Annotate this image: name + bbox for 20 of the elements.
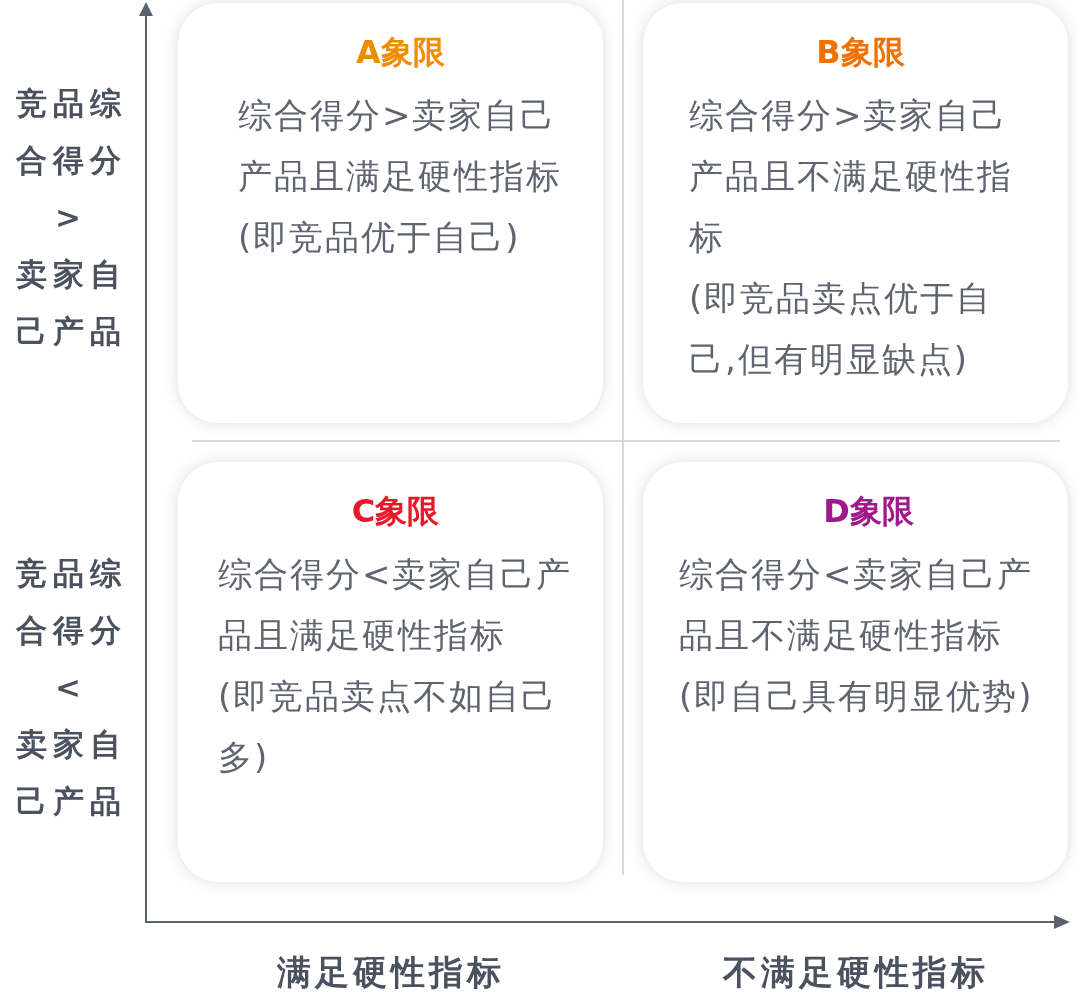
quadrant-title: A象限 xyxy=(355,32,446,73)
quadrant-description: (即竞品卖点优于自己,但有明显缺点) xyxy=(689,277,994,381)
y-axis-label: 竞品综合得分 xyxy=(14,554,128,650)
y-axis-label: 卖家自己产品 xyxy=(14,725,128,821)
y-axis-label: > xyxy=(54,198,88,237)
quadrant-description: 综合得分<卖家自己产品且满足硬性指标 xyxy=(218,553,573,657)
quadrant-title: B象限 xyxy=(815,32,906,73)
quadrant-description: (即自己具有明显优势) xyxy=(679,675,1035,718)
x-axis-label: 不满足硬性指标 xyxy=(721,951,990,992)
quadrant-description: (即竞品卖点不如自己多) xyxy=(218,675,559,779)
quadrant-description: 综合得分>卖家自己产品且满足硬性指标 xyxy=(238,94,563,198)
quadrant-description: 综合得分<卖家自己产品且不满足硬性指标 xyxy=(679,553,1035,657)
quadrant-title: C象限 xyxy=(350,491,441,532)
y-axis-label: < xyxy=(54,668,88,707)
y-axis-label: 竞品综合得分 xyxy=(14,84,128,180)
quadrant-title: D象限 xyxy=(822,491,915,532)
quadrant-description: 综合得分>卖家自己产品且不满足硬性指标 xyxy=(689,94,1014,259)
x-axis-label: 满足硬性指标 xyxy=(275,951,506,992)
quadrant-description: (即竞品优于自己) xyxy=(238,216,522,259)
y-axis-label: 卖家自己产品 xyxy=(14,255,128,351)
